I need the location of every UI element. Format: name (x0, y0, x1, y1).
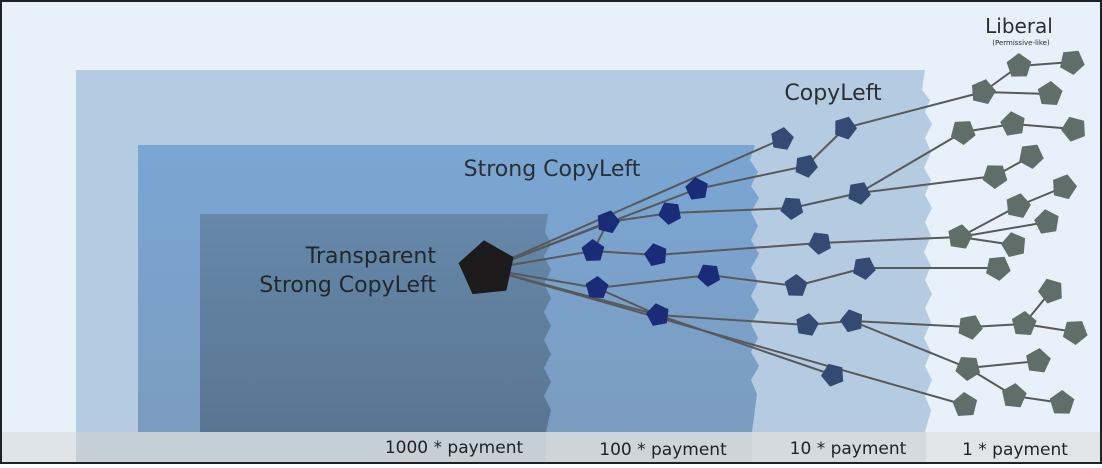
footer-bar-1 (926, 432, 1100, 462)
edge-C4-L9 (858, 175, 996, 194)
liberal-title: Liberal (985, 14, 1053, 38)
copyleft-node-c7 (853, 257, 876, 280)
edge-S8-C11 (657, 314, 834, 376)
liberal-node-l24 (952, 392, 978, 416)
payment-label-100: 100 * payment (599, 440, 727, 460)
edge-H-C1 (486, 138, 783, 270)
liberal-node-l12 (1034, 209, 1059, 234)
liberal-node-l9 (982, 165, 1008, 189)
copyleft-node-c6 (808, 232, 831, 255)
liberal-node-l18 (1011, 311, 1037, 335)
liberal-node-l17 (958, 315, 983, 340)
strong-copyleft-title: Strong CopyLeft (464, 157, 641, 182)
copyleft-node-c4 (848, 182, 871, 205)
liberal-node-l8 (1019, 144, 1044, 169)
edge-C2-L3 (844, 91, 984, 129)
edge-L13-L12 (959, 221, 1048, 238)
edge-C5-C4 (791, 192, 860, 209)
payment-label-1000: 1000 * payment (385, 438, 524, 458)
strong-node-s1 (597, 210, 620, 234)
edge-S6-S8 (596, 287, 659, 316)
liberal-node-l11 (1006, 193, 1031, 218)
copyleft-node-c11 (821, 363, 844, 387)
footer-bar-100 (546, 432, 752, 462)
liberal-node-l10 (1053, 174, 1077, 200)
liberal-node-l7 (1061, 116, 1085, 142)
strong-node-s5 (644, 243, 667, 266)
edge-S6-S7 (596, 274, 710, 289)
edge-S8-C9 (657, 314, 808, 326)
strong-node-s3 (658, 202, 681, 225)
strong-node-s8 (646, 303, 669, 326)
copyleft-node-c5 (780, 197, 804, 220)
edge-S5-C6 (655, 242, 821, 256)
liberal-node-l6 (1000, 111, 1025, 136)
copyleft-node-c2 (835, 116, 857, 140)
liberal-node-l4 (1037, 81, 1063, 105)
liberal-node-l1 (1006, 53, 1032, 77)
copyleft-node-c10 (840, 309, 863, 333)
liberal-node-l23 (1049, 390, 1075, 414)
liberal-node-l19 (1062, 321, 1088, 345)
edge-C4-L5 (858, 131, 964, 194)
edge-L21-L20 (967, 360, 1039, 369)
edge-C10-L17 (851, 320, 971, 328)
payment-label-10: 10 * payment (790, 439, 907, 459)
liberal-node-l5 (950, 121, 976, 145)
copyleft-title: CopyLeft (784, 81, 882, 106)
edge-S2-C3 (696, 165, 807, 190)
edge-S7-C8 (708, 274, 797, 287)
strong-node-s4 (581, 239, 605, 261)
strong-node-s7 (697, 264, 720, 287)
liberal-node-l14 (1001, 232, 1026, 257)
liberal-node-l13 (948, 224, 973, 249)
strong-node-s2 (685, 177, 708, 200)
copyleft-node-c8 (784, 274, 808, 296)
transparent-title-line2: Strong CopyLeft (259, 273, 436, 298)
liberal-node-l3 (971, 79, 996, 104)
edge-C10-L21 (851, 320, 969, 369)
edge-S3-C5 (669, 207, 793, 214)
liberal-node-l22 (1002, 383, 1027, 408)
copyleft-node-c1 (771, 127, 794, 150)
payment-label-1: 1 * payment (962, 440, 1068, 460)
nodes-group (458, 50, 1088, 416)
footer-bar-left (2, 432, 76, 462)
transparent-title-line1: Transparent (305, 244, 437, 269)
liberal-node-l2 (1060, 50, 1085, 75)
liberal-node-l21 (955, 357, 981, 381)
edge-H-L24 (486, 268, 966, 406)
copyleft-node-c9 (796, 313, 819, 336)
liberal-node-l16 (1038, 278, 1062, 304)
footer-bar-10 (752, 432, 926, 462)
footer-bar-1000 (76, 432, 546, 462)
copyleft-node-c3 (795, 155, 818, 178)
liberal-subtitle: (Permissive-like) (992, 39, 1050, 47)
liberal-node-l15 (986, 256, 1011, 281)
edge-C6-L13 (819, 236, 961, 244)
liberal-node-l20 (1026, 348, 1051, 373)
hub-node-h (458, 240, 514, 295)
strong-node-s6 (585, 276, 609, 299)
